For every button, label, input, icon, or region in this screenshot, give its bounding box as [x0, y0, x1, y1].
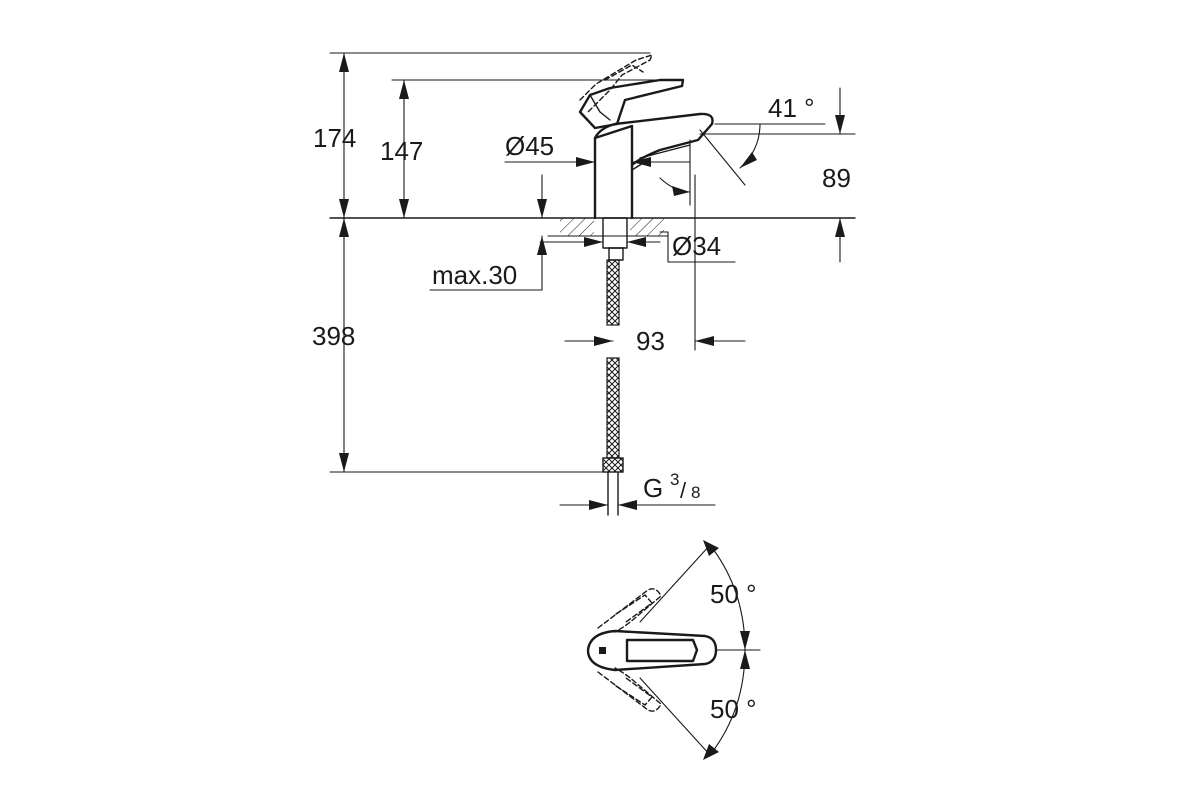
dim-thread-den: 8: [691, 483, 700, 502]
supply-hose: [602, 259, 624, 516]
dim-d34: [539, 231, 736, 263]
dim-147-label: 147: [380, 136, 423, 166]
shank: [602, 217, 628, 261]
top-view: [586, 540, 761, 760]
top-lever: [586, 629, 718, 672]
angle-line-down: [639, 677, 711, 756]
dim-thread-slash: /: [680, 478, 687, 503]
dim-147: [391, 79, 684, 219]
dim-angle-41-label: 41 °: [768, 93, 815, 123]
dim-max30-label: max.30: [432, 260, 517, 290]
angle-line-up: [639, 544, 711, 623]
faucet-body: [593, 112, 714, 220]
dim-89: [699, 87, 856, 263]
dim-thread-num: 3: [670, 470, 679, 489]
dim-max30: [429, 174, 547, 291]
top-lever-rotated-down: [597, 667, 662, 712]
dim-398: [329, 217, 604, 473]
dim-89-label: 89: [822, 163, 851, 193]
dim-d34-label: Ø34: [672, 231, 721, 261]
deck-section: [547, 218, 669, 237]
dim-thread: [559, 500, 716, 510]
dim-d45-label: Ø45: [505, 131, 554, 161]
lever-closed: [578, 78, 685, 130]
dim-174-label: 174: [313, 123, 356, 153]
top-lever-dot: [599, 647, 606, 654]
dim-d45: [504, 157, 691, 167]
dim-174: [329, 52, 651, 219]
dim-398-label: 398: [312, 321, 355, 351]
top-lever-rotated-up: [597, 588, 662, 633]
lever-open: [579, 54, 653, 113]
angle-down-label: 50 °: [710, 694, 757, 724]
side-view: 174 147 Ø45 41 °: [312, 52, 856, 516]
dim-thread-prefix: G: [643, 473, 663, 503]
angle-up-label: 50 °: [710, 579, 757, 609]
dim-93: [564, 174, 746, 351]
dim-angle-41: [659, 123, 826, 206]
dim-93-label: 93: [636, 326, 665, 356]
